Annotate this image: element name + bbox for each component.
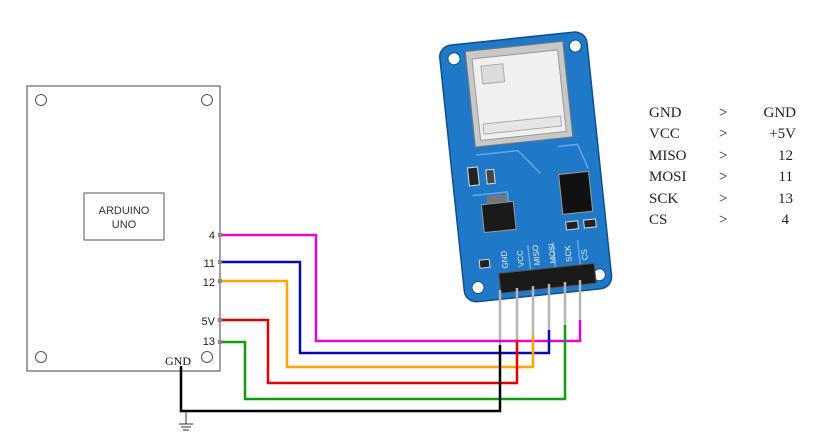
- map-right: 11: [779, 169, 793, 185]
- arduino-chip: [83, 192, 165, 241]
- wire-sck-green: [222, 325, 567, 401]
- arduino-label-line2: UNO: [112, 219, 137, 231]
- voltage-regulator: [480, 200, 517, 234]
- map-right: +5V: [769, 126, 796, 142]
- level-shifter-ic: [558, 170, 594, 215]
- mount-hole-icon: [35, 351, 47, 363]
- map-sep: >: [719, 169, 727, 185]
- resistor: [583, 218, 597, 229]
- mount-hole-icon: [201, 94, 213, 106]
- module-hole-icon: [447, 52, 461, 66]
- pin-label-gnd: GND: [165, 354, 191, 368]
- pin-label-11: 11: [204, 258, 215, 270]
- map-sep: >: [719, 105, 727, 121]
- module-pin-label-mosi: MOSI: [547, 243, 558, 264]
- map-left: SCK: [649, 191, 678, 207]
- pin-stub: [218, 233, 222, 237]
- map-left: MISO: [649, 148, 687, 164]
- map-sep: >: [719, 212, 727, 228]
- capacitor: [485, 168, 496, 185]
- map-right: 12: [778, 148, 793, 164]
- pin-stub: [218, 340, 222, 344]
- pin-label-5v: 5V: [202, 316, 216, 328]
- module-hole-icon: [471, 281, 485, 295]
- resistor: [478, 258, 491, 269]
- map-sep: >: [719, 191, 727, 207]
- sd-card-module: GND VCC MISO MOSI SCK CS: [439, 31, 613, 303]
- pin-label-4: 4: [209, 230, 215, 242]
- module-pin-label-vcc: VCC: [515, 249, 526, 267]
- capacitor: [466, 166, 480, 187]
- regulator-tab: [486, 194, 508, 205]
- pin-stub: [218, 318, 222, 322]
- arduino-label-line1: ARDUINO: [99, 205, 150, 217]
- mount-hole-icon: [35, 94, 47, 106]
- map-right: GND: [764, 105, 797, 121]
- wire-gnd-black: [179, 345, 502, 413]
- pin-label-12: 12: [203, 277, 215, 289]
- module-hole-icon: [568, 39, 582, 53]
- wire-vcc-red: [222, 318, 519, 385]
- module-pin-legs: [498, 280, 582, 345]
- resistor: [565, 220, 579, 231]
- module-pin-label-gnd: GND: [499, 250, 510, 269]
- sd-card-slot-icon: [464, 40, 574, 148]
- map-left: VCC: [649, 126, 680, 142]
- pin-mapping-table: GND > GND VCC > +5V MISO > 12 MOSI > 11 …: [649, 105, 796, 228]
- module-pin-label-sck: SCK: [563, 244, 574, 262]
- module-pin-label-miso: MISO: [531, 244, 542, 265]
- arduino-board: ARDUINO UNO 4 11 12 5V 13 GND: [26, 85, 222, 372]
- map-sep: >: [719, 148, 727, 164]
- pin-stub: [218, 279, 222, 283]
- map-left: MOSI: [649, 169, 687, 185]
- wires: [179, 233, 582, 413]
- ground-symbol-icon: [179, 411, 193, 431]
- pin-stub: [218, 260, 222, 264]
- map-sep: >: [719, 126, 727, 142]
- map-left: GND: [649, 105, 682, 121]
- wire-cs-magenta: [222, 233, 582, 343]
- module-pin-label-cs: CS: [580, 249, 590, 261]
- wire-mosi-blue: [222, 260, 551, 355]
- map-right: 4: [782, 212, 790, 228]
- map-right: 13: [778, 191, 793, 207]
- map-left: CS: [649, 212, 667, 228]
- mount-hole-icon: [201, 351, 213, 363]
- pin-label-13: 13: [203, 336, 215, 348]
- wire-miso-orange: [222, 279, 535, 369]
